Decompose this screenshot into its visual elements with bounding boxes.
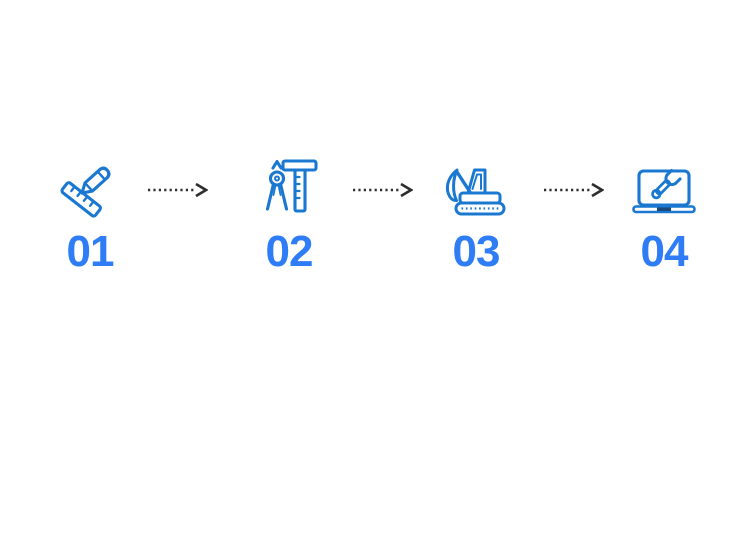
drafting-compass-tsquare-icon <box>257 156 321 220</box>
step-number: 03 <box>452 227 501 276</box>
step-number: 02 <box>265 227 314 276</box>
laptop-wrench-icon <box>632 156 696 220</box>
step-number: 04 <box>640 227 689 276</box>
dashed-arrow-icon <box>542 182 604 198</box>
ruler-pencil-icon <box>58 156 122 220</box>
step-number: 01 <box>66 227 115 276</box>
process-step-3: 03 <box>411 156 541 274</box>
excavator-icon <box>444 156 508 220</box>
dashed-arrow-icon <box>351 182 413 198</box>
dashed-arrow-icon <box>146 182 208 198</box>
process-step-2: 02 <box>224 156 354 274</box>
process-step-1: 01 <box>25 156 155 274</box>
process-step-4: 04 <box>599 156 729 274</box>
